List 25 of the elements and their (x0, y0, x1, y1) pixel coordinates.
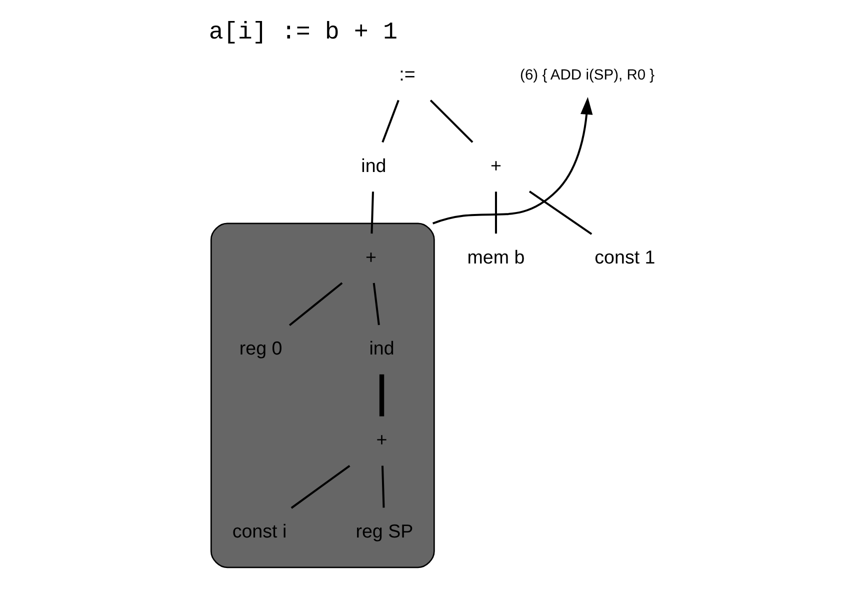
node-text: const i (232, 520, 287, 542)
connector (288, 282, 343, 326)
arrow (432, 97, 593, 224)
node-text: (6) { ADD i(SP), R0 } (520, 67, 655, 84)
node-text: + (366, 246, 377, 268)
node-text: + (376, 429, 388, 450)
node-text: const 1 (594, 246, 656, 268)
connector (382, 100, 400, 143)
diagram-title: a[i] := b + 1 (208, 20, 398, 47)
connector (430, 100, 474, 143)
connector (290, 464, 350, 509)
connector (370, 192, 374, 234)
node-text: := (399, 64, 416, 85)
connector (494, 192, 497, 234)
node-text: reg SP (356, 520, 414, 542)
connector (372, 282, 380, 326)
cluster (210, 222, 435, 568)
node-text: ind (361, 154, 386, 176)
connector (379, 374, 384, 416)
node-text: mem b (467, 246, 525, 268)
connector (381, 466, 385, 508)
node-text: + (490, 154, 502, 176)
node-text: reg 0 (239, 338, 282, 359)
node-text: ind (369, 338, 394, 359)
connector (528, 190, 592, 235)
